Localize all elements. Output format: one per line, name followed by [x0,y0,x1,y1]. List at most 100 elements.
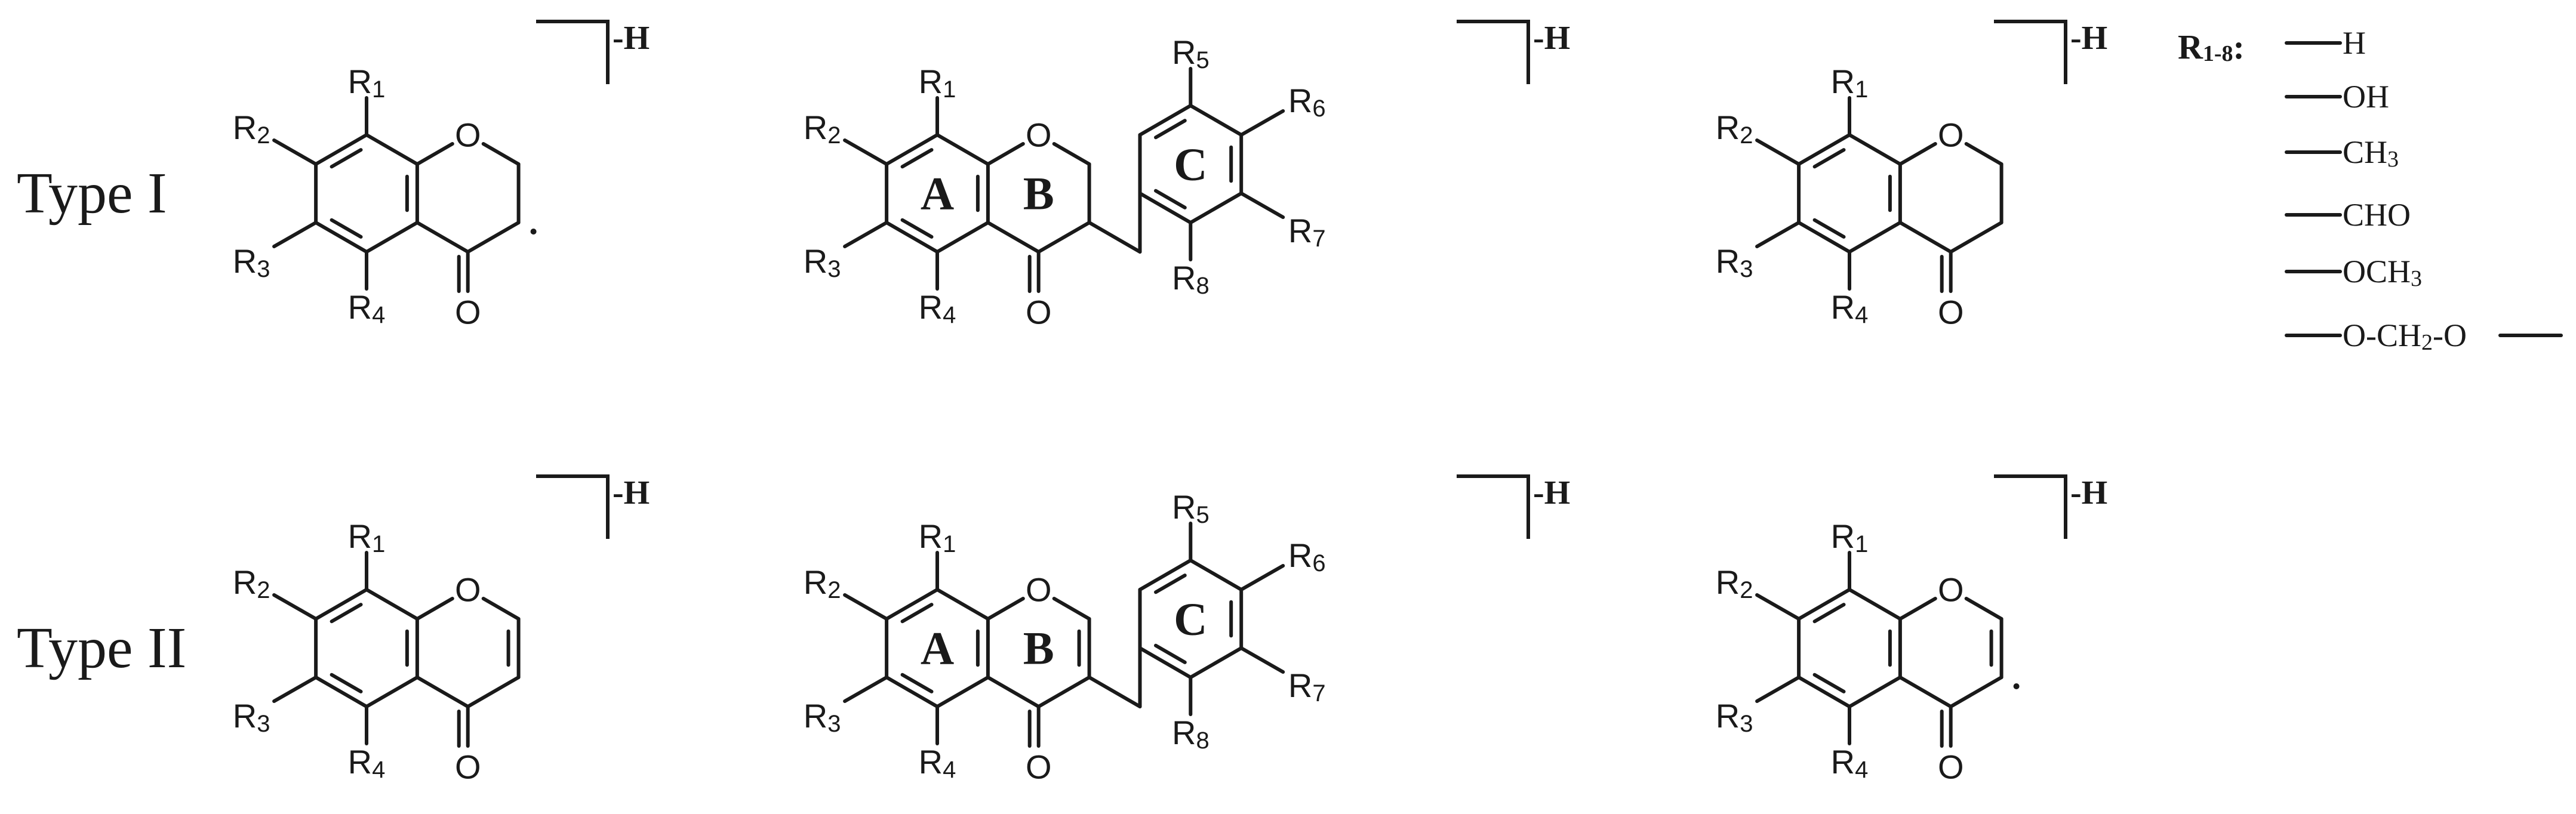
bond [1036,676,1091,708]
legend-item: OCH3 [2343,254,2422,291]
ring-oxygen: O [1938,116,1964,154]
bracket-1-row1-h: -H [613,20,650,57]
bond [885,588,939,621]
r2-label: R2 [804,109,841,149]
bond [1797,221,1851,254]
bond [885,676,939,708]
ring-label-a: A [921,622,954,674]
bracket-3-row1 [1994,20,2067,84]
r2-label: R2 [1716,109,1753,149]
substituent-bond [1755,138,1801,166]
r3-label: R3 [1716,242,1753,283]
bond [1964,142,2003,166]
ring-oxygen: O [1026,571,1052,609]
bond [314,221,368,254]
ring-label-c: C [1174,138,1207,190]
ring-oxygen: O [455,571,481,609]
r7-label: R7 [1288,212,1326,252]
double-bond [1154,643,1187,664]
ring-oxygen: O [1026,116,1052,154]
ring-oxygen: O [1938,571,1964,609]
bond [986,221,1041,254]
r8-label: R8 [1172,259,1209,300]
bond [365,588,419,621]
radical-dot [2013,683,2020,689]
r4-label: R4 [919,743,956,784]
ring-oxygen: O [455,116,481,154]
bond [1964,597,2003,621]
bond [1189,192,1244,224]
bond [1189,104,1244,137]
substituent-bond [272,676,318,703]
carbonyl-oxygen: O [1026,748,1052,786]
r6-label: R6 [1288,82,1326,122]
bond [1898,676,1953,708]
double-bond [1154,189,1187,209]
substituent-bond [843,593,889,621]
bond [986,142,1025,166]
double-bond [330,673,363,693]
bond [1036,221,1091,254]
bond [1052,597,1091,621]
substituent-bond [1755,221,1801,248]
bond [415,676,470,708]
substituent-bond [843,676,889,703]
bond [935,133,990,166]
bracket-2-row2-h: -H [1533,474,1570,511]
r4-label: R4 [1831,743,1869,784]
carbonyl-oxygen: O [455,748,481,786]
bracket-2-row1-h: -H [1533,20,1570,57]
carbonyl-oxygen: O [1938,748,1964,786]
double-bond [1154,574,1187,594]
bond [1189,646,1244,679]
bond [314,588,368,621]
r5-label: R5 [1172,33,1209,74]
methylene-bond [1087,676,1142,708]
r1-label: R1 [919,63,956,103]
double-bond [330,603,363,624]
bond [1138,646,1193,679]
substituent-bond [1239,109,1285,137]
r5-label: R5 [1172,488,1209,529]
carbonyl-oxygen: O [1938,294,1964,331]
bond [1949,676,2003,708]
bond [1848,676,1902,708]
r2-label: R2 [233,109,270,149]
r3-label: R3 [1716,697,1753,738]
structures-layer [272,20,2563,748]
bond [481,142,521,166]
ring-label-a: A [921,168,954,220]
legend-item: CHO [2343,197,2411,233]
r2-label: R2 [1716,563,1753,604]
bond [885,133,939,166]
bond [1848,588,1902,621]
substituent-bond [1239,192,1285,219]
bond [466,676,521,708]
r3-label: R3 [233,242,270,283]
bond [1898,142,1937,166]
r2-label: R2 [804,563,841,604]
bond [415,221,470,254]
carbonyl-oxygen: O [455,294,481,331]
bond [1848,221,1902,254]
double-bond [900,673,934,693]
bond [1848,133,1902,166]
bond [415,142,454,166]
bond [935,221,990,254]
legend-item: CH3 [2343,134,2399,172]
r4-label: R4 [348,743,386,784]
r1-label: R1 [348,517,386,558]
bond [986,676,1041,708]
r3-label: R3 [804,242,841,283]
double-bond [330,148,363,169]
substituent-bond [1755,676,1801,703]
bond [1138,559,1193,591]
substituent-bond [272,138,318,166]
r1-label: R1 [919,517,956,558]
bond [1949,221,2003,254]
r1-label: R1 [1831,517,1869,558]
legend-title: R1-8: [2178,27,2245,67]
r1-label: R1 [348,63,386,103]
carbonyl-oxygen: O [1026,294,1052,331]
